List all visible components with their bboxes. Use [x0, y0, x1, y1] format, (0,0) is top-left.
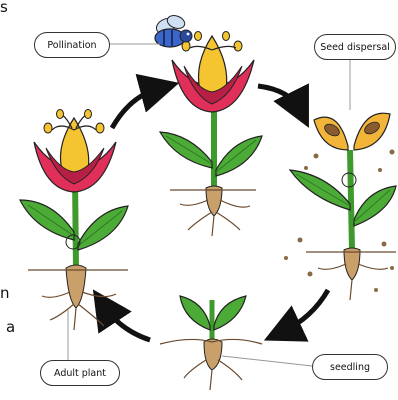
- arrow-seedling-to-adult: [104, 306, 150, 340]
- arrow-adult-to-flowering: [112, 88, 160, 128]
- bee-icon: [154, 13, 192, 47]
- seedling-illustration: [160, 296, 312, 390]
- adult-plant-illustration: [20, 110, 128, 367]
- edge-fragment-bottom-left: a: [6, 318, 15, 336]
- edge-fragment-mid-left: n: [0, 284, 10, 302]
- seedling-label: seedling: [312, 354, 388, 380]
- edge-fragment-top-left: s: [0, 0, 8, 16]
- adult-plant-label: Adult plant: [40, 360, 120, 386]
- seed-dispersal-label: Seed dispersal: [314, 34, 396, 60]
- seed-dispersal-plant-illustration: [284, 113, 396, 300]
- pollination-label: Pollination: [34, 32, 110, 58]
- flowering-plant-illustration: [160, 32, 262, 237]
- arrow-flowering-to-seed: [258, 86, 300, 110]
- arrow-seed-to-seedling: [282, 290, 328, 332]
